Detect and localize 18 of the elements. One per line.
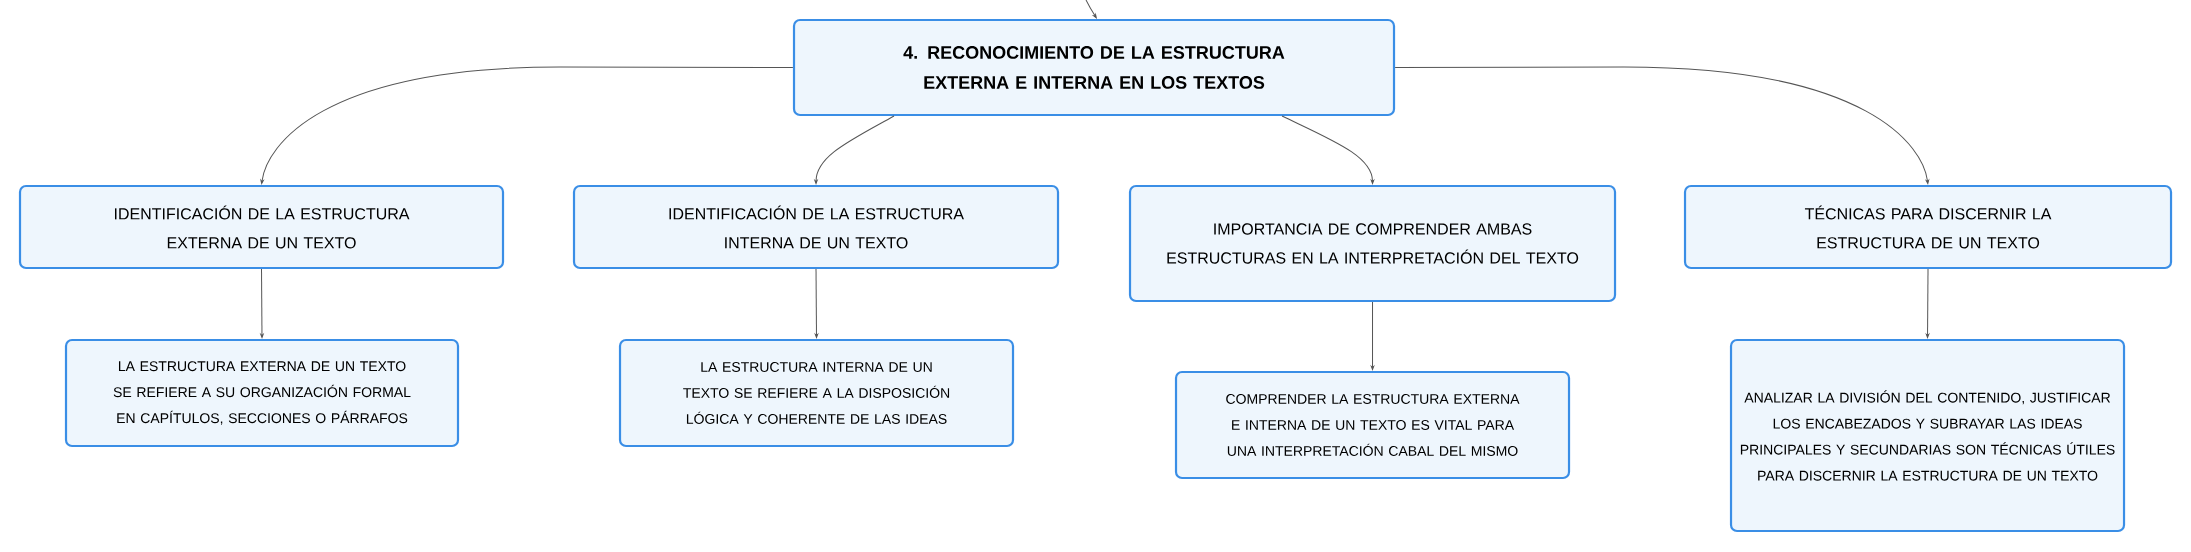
detail-box: ANALIZAR LA DIVISIÓN DEL CONTENIDO, JUSTIFICAR LOS ENCABEZADOS Y SUBRAYAR LAS IDEAS PRINCIPALES Y SECUNDARIAS SON TÉCNICAS ÚTILES PARA DISCERNIR LA ESTRUCTURA DE UN TEXTO — [1729, 338, 2126, 533]
arrow — [814, 115, 895, 184]
detail-box: LA ESTRUCTURA INTERNA DE UN TEXTO SE REFIERE A LA DISPOSICIÓN LÓGICA Y COHERENTE DE LAS IDEAS — [618, 338, 1015, 448]
arrow — [260, 268, 264, 338]
arrow — [260, 66, 794, 184]
arrow — [1281, 115, 1375, 184]
detail-box: LA ESTRUCTURA EXTERNA DE UN TEXTO SE REFIERE A SU ORGANIZACIÓN FORMAL EN CAPÍTULOS, SECCIONES O PÁRRAFOS — [64, 338, 460, 448]
subtopic-box: IMPORTANCIA DE COMPRENDER AMBAS ESTRUCTURAS EN LA INTERPRETACIÓN DEL TEXTO — [1128, 184, 1617, 303]
subtopic-box: IDENTIFICACIÓN DE LA ESTRUCTURA INTERNA DE UN TEXTO — [572, 184, 1060, 270]
arrow — [1394, 66, 1930, 184]
detail-box: COMPRENDER LA ESTRUCTURA EXTERNA E INTERNA DE UN TEXTO ES VITAL PARA UNA INTERPRETACIÓN CABAL DEL MISMO — [1174, 370, 1571, 480]
arrow — [814, 268, 819, 338]
arrow — [1085, 0, 1097, 19]
arrow — [1925, 268, 1930, 338]
topic-box: 4. RECONOCIMIENTO DE LA ESTRUCTURA EXTERNA E INTERNA EN LOS TEXTOS — [792, 18, 1396, 117]
subtopic-box: IDENTIFICACIÓN DE LA ESTRUCTURA EXTERNA DE UN TEXTO — [18, 184, 505, 270]
subtopic-box: TÉCNICAS PARA DISCERNIR LA ESTRUCTURA DE UN TEXTO — [1683, 184, 2173, 270]
arrow — [1370, 301, 1375, 370]
